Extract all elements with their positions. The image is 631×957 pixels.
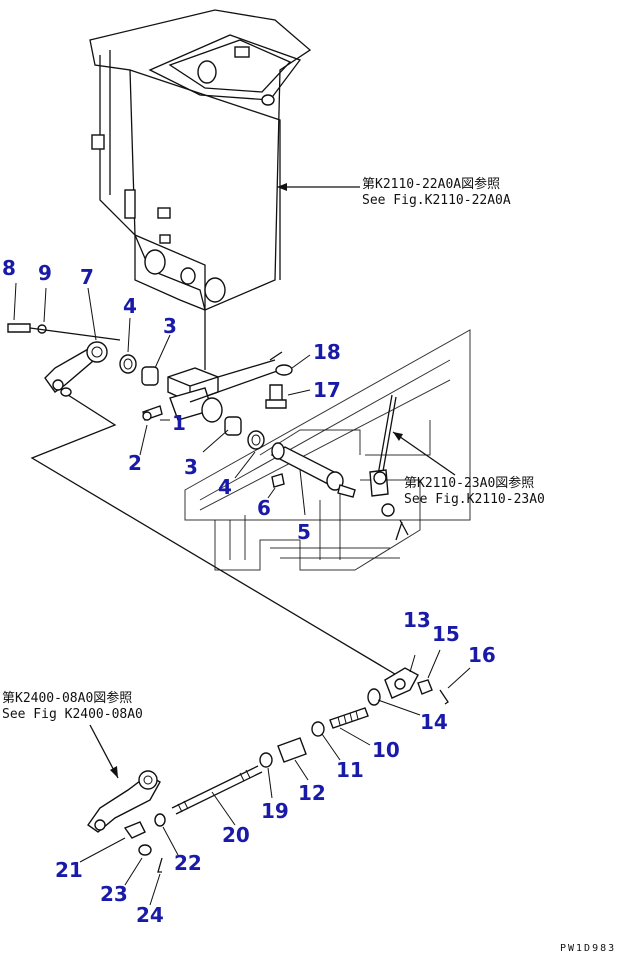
ref-left-jp: 第K2400-08A0図参照 — [2, 690, 132, 706]
callout-4-upper: 4 — [123, 294, 137, 318]
callout-21: 21 — [55, 858, 83, 882]
callout-1: 1 — [172, 411, 186, 435]
callout-14: 14 — [420, 710, 448, 734]
callout-20: 20 — [222, 823, 250, 847]
callout-10: 10 — [372, 738, 400, 762]
bushing-upper — [119, 354, 159, 386]
shaft-assembly — [270, 442, 356, 498]
sleeve-12 — [259, 737, 307, 768]
callout-leaders — [13, 282, 471, 906]
callout-15: 15 — [432, 622, 460, 646]
callout-7: 7 — [80, 265, 94, 289]
ref-top-en: See Fig.K2110-22A0A — [362, 193, 511, 208]
callout-4-lower: 4 — [218, 475, 232, 499]
ref-left-en: See Fig K2400-08A0 — [2, 707, 143, 722]
callout-18: 18 — [313, 340, 341, 364]
callout-13: 13 — [403, 608, 431, 632]
callout-12: 12 — [298, 781, 326, 805]
callout-17: 17 — [313, 378, 341, 402]
callout-5: 5 — [297, 520, 311, 544]
ref-mid-en: See Fig.K2110-23A0 — [404, 492, 545, 507]
ref-top-jp: 第K2110-22A0A図参照 — [362, 176, 500, 192]
rod-20 — [171, 765, 263, 815]
rod-end-right — [367, 667, 449, 706]
turnbuckle-right — [311, 707, 369, 737]
lever-lower-left — [87, 770, 166, 873]
callout-9: 9 — [38, 261, 52, 285]
callout-16: 16 — [468, 643, 496, 667]
callout-3-lower: 3 — [184, 455, 198, 479]
callout-3-upper: 3 — [163, 314, 177, 338]
drawing-code: PW1D983 — [560, 943, 616, 954]
console-housing — [89, 9, 312, 370]
watermark-logo — [184, 329, 471, 571]
callout-6: 6 — [257, 496, 271, 520]
bracket-assembly — [167, 351, 283, 423]
linkage-rod-right — [369, 394, 409, 541]
bushing-lower — [224, 416, 265, 450]
ref-mid-jp: 第K2110-23A0図参照 — [404, 475, 534, 491]
callout-24: 24 — [136, 903, 164, 927]
bolt-17 — [265, 364, 293, 409]
leader-mid-ref — [392, 431, 456, 476]
callout-22: 22 — [174, 851, 202, 875]
lever-left — [7, 323, 406, 681]
callout-23: 23 — [100, 882, 128, 906]
grease-fitting — [142, 405, 163, 421]
callout-2: 2 — [128, 451, 142, 475]
callout-8: 8 — [2, 256, 16, 280]
callout-11: 11 — [336, 758, 364, 782]
callout-19: 19 — [261, 799, 289, 823]
